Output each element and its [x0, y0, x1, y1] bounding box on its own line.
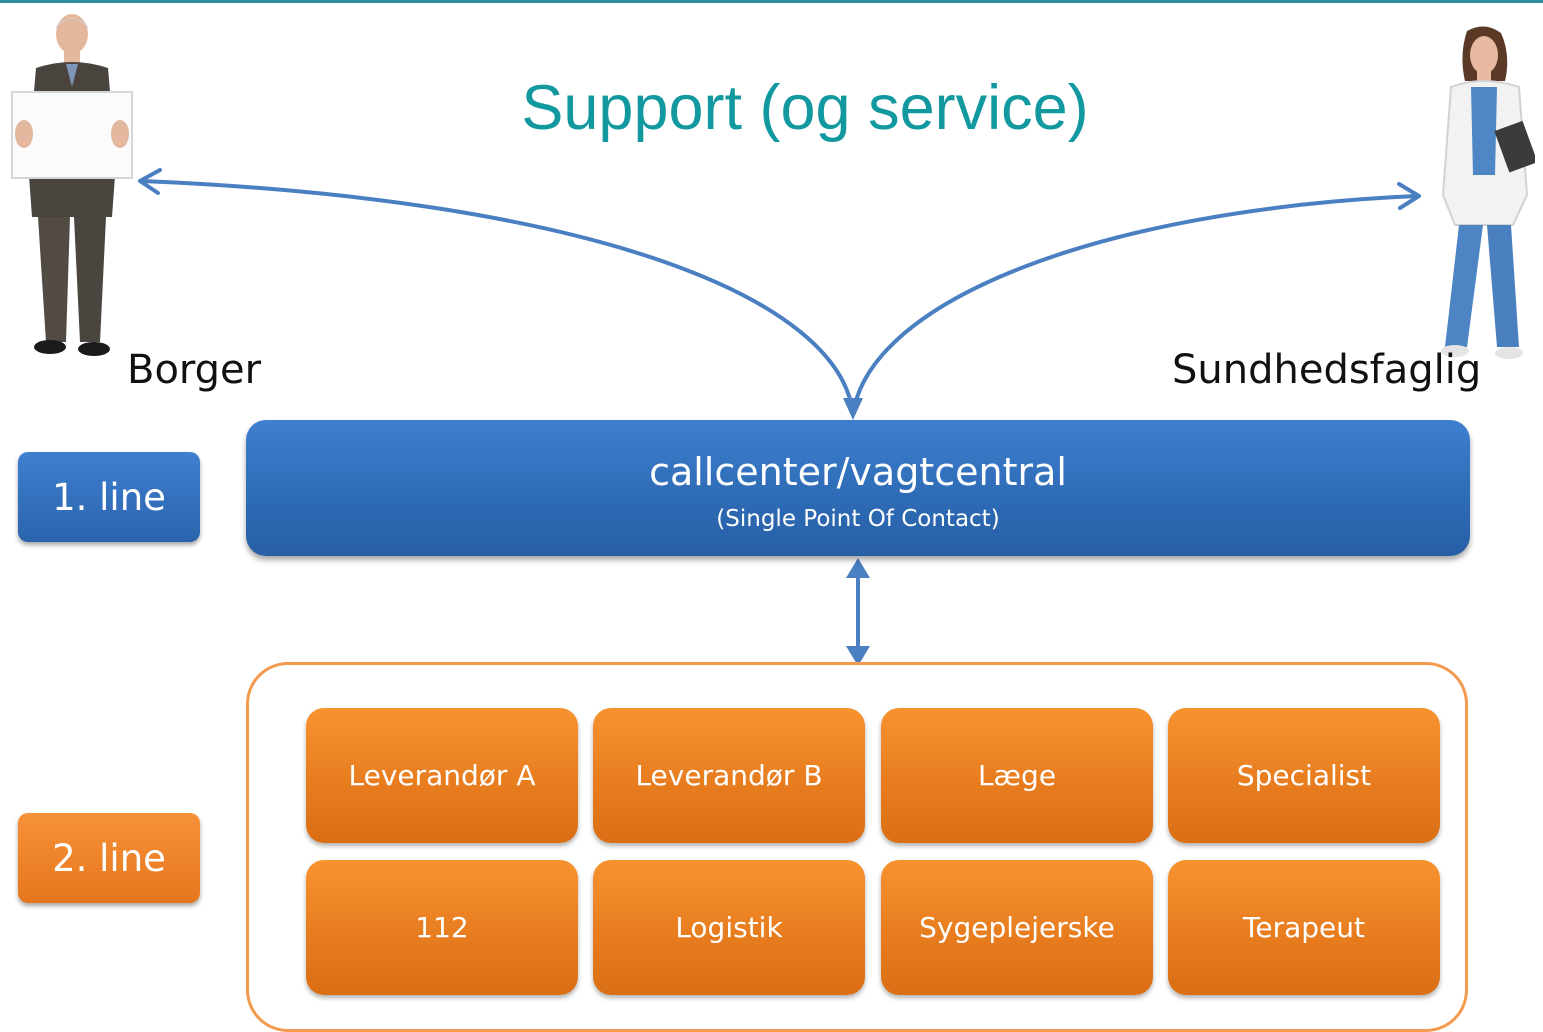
- spoc-box: callcenter/vagtcentral (Single Point Of …: [246, 420, 1470, 556]
- cell-specialist: Specialist: [1168, 708, 1440, 843]
- cell-terapeut: Terapeut: [1168, 860, 1440, 995]
- cell-logistik: Logistik: [593, 860, 865, 995]
- cell-sygeplejerske: Sygeplejerske: [881, 860, 1153, 995]
- cell-leverandor-a: Leverandør A: [306, 708, 578, 843]
- sundhedsfaglig-label: Sundhedsfaglig: [1172, 347, 1482, 393]
- arrow-to-sundhedsfaglig: [851, 194, 1419, 416]
- slide-title: Support (og service): [521, 73, 1089, 143]
- first-line-tag: 1. line: [18, 452, 200, 542]
- spoc-title: callcenter/vagtcentral: [649, 450, 1067, 494]
- second-line-tag: 2. line: [18, 813, 200, 903]
- cell-laege: Læge: [881, 708, 1153, 843]
- man-holding-sign-icon: [11, 14, 133, 356]
- cell-leverandor-b: Leverandør B: [593, 708, 865, 843]
- cell-112: 112: [306, 860, 578, 995]
- borger-label: Borger: [127, 347, 262, 393]
- spoc-subtitle: (Single Point Of Contact): [716, 506, 1000, 532]
- doctor-with-clipboard-icon: [1441, 26, 1535, 359]
- arrow-to-borger: [140, 179, 855, 416]
- top-rule: [0, 0, 1543, 3]
